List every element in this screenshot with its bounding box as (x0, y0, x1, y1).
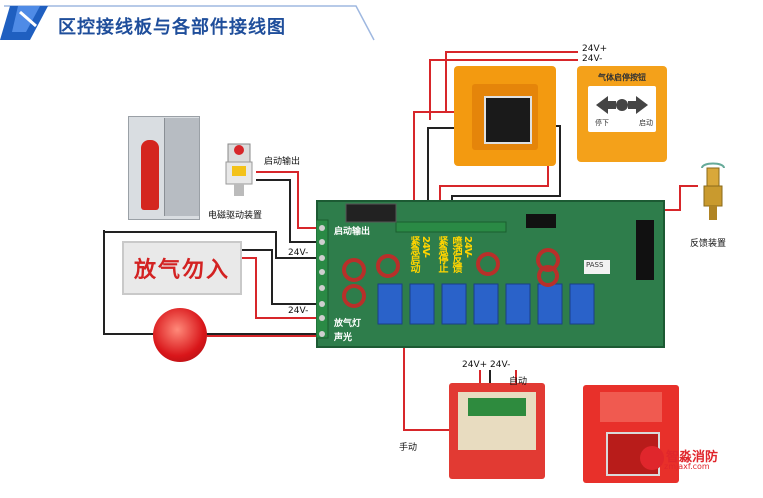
button-panel-arrows-icon (596, 96, 648, 114)
board-emergency-stop: 紧急停止 (436, 236, 447, 272)
logo-icon (640, 446, 664, 470)
v24-minus-label-2: 24V- (288, 306, 309, 316)
logo-name: 智淼消防 (666, 450, 719, 465)
siren-icon (153, 308, 207, 362)
cabinet-door (164, 118, 199, 216)
button-panel-title: 气体启停按钮 (598, 73, 646, 82)
board-spray-feedback: 喷洒反馈 (450, 236, 461, 272)
board-gas-lamp: 放气灯 (334, 319, 362, 329)
board-sound-light: 声光 (334, 333, 353, 343)
wire-24v-plus-top (445, 51, 578, 112)
wire-sign-1 (238, 257, 322, 319)
v24-minus-label-1: 24V- (288, 248, 309, 258)
manual-auto-terminal (468, 398, 526, 416)
button-start-label: 启动 (639, 119, 653, 127)
start-output-label: 启动输出 (264, 157, 301, 167)
page-title: 区控接线板与各部件接线图 (58, 17, 286, 38)
solenoid-icon (225, 143, 253, 196)
board-start-output: 启动输出 (334, 227, 371, 237)
gas-cylinder (141, 140, 159, 210)
detector-module (484, 96, 532, 144)
wire-start-out-1 (256, 171, 322, 229)
header-banner (0, 0, 378, 41)
sign-text: 放气勿入 (133, 258, 230, 283)
wire-feedback (662, 185, 698, 211)
solenoid-label: 电磁驱动装置 (208, 211, 263, 221)
wire-start-out-2 (256, 179, 322, 243)
board-emergency-start: 紧急启动 (408, 236, 419, 272)
top-24v-minus-label: 24V- (582, 54, 603, 64)
button-stop-label: 停下 (595, 119, 609, 127)
emergency-panel-indicators (600, 392, 662, 422)
board-components (316, 203, 654, 339)
gas-release-sign: 放气勿入 (122, 241, 242, 295)
logo-url: zmjaxf.com (664, 462, 710, 471)
feedback-label: 反馈装置 (690, 239, 727, 249)
manual-label: 手动 (399, 443, 418, 453)
wire-24v-minus-top (429, 59, 578, 120)
top-24v-plus-label: 24V+ (582, 44, 608, 54)
bottom-24v-label: 24V+ 24V- (462, 360, 511, 370)
board-24v-1: 24V- (420, 236, 431, 258)
wire-siren-2 (103, 230, 322, 335)
wire-sign-2 (238, 249, 322, 305)
feedback-device-icon (701, 162, 725, 220)
auto-label: 自动 (509, 377, 528, 387)
board-pass: PASS (586, 261, 604, 269)
board-24v-2: 24V- (462, 236, 473, 258)
